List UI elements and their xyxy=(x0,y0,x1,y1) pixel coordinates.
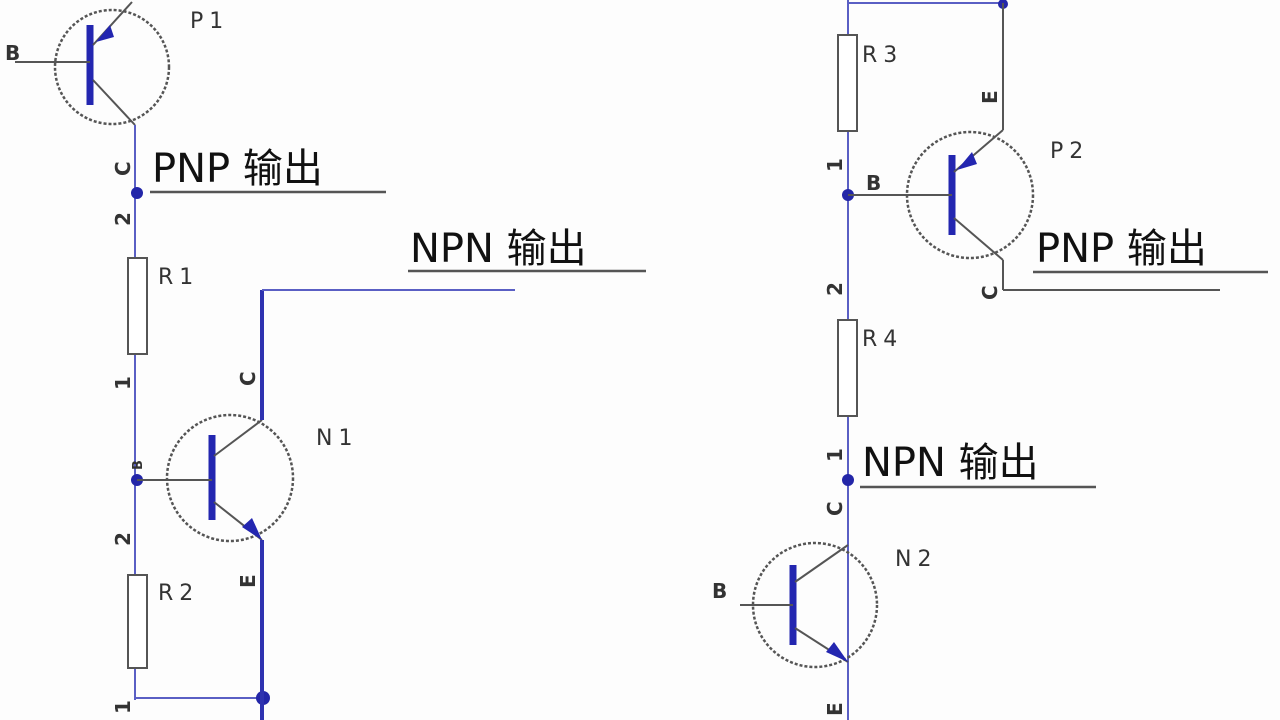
pin-label-b: B xyxy=(5,41,20,65)
right-circuit: R3 1 B E C P2 PNP 输出 2 R4 1 NPN xyxy=(712,0,1268,720)
transistor-p2: B E C P2 xyxy=(848,3,1220,300)
svg-text:1: 1 xyxy=(823,448,847,462)
ref-r2: R2 xyxy=(158,581,199,606)
pnp-output-label: PNP 输出 xyxy=(1036,226,1207,272)
svg-text:1: 1 xyxy=(111,700,135,714)
svg-text:E: E xyxy=(978,90,1002,104)
resistor-r4: 2 R4 1 xyxy=(823,282,903,462)
ref-r4: R4 xyxy=(862,327,903,352)
ref-r1: R1 xyxy=(158,265,199,290)
left-circuit: B P1 C PNP 输出 2 1 R1 B 2 1 R2 xyxy=(5,1,646,720)
transistor-n1: N1 C E xyxy=(137,371,358,588)
resistor-r2: 2 1 R2 xyxy=(111,532,199,714)
npn-output-label: NPN 输出 xyxy=(410,226,587,272)
transistor-p1: B P1 C xyxy=(5,1,229,176)
ref-n2: N2 xyxy=(895,547,937,572)
ref-r3: R3 xyxy=(862,43,903,68)
svg-text:B: B xyxy=(131,460,146,470)
resistor-r3: R3 1 xyxy=(823,34,903,172)
npn-output-label: NPN 输出 xyxy=(862,440,1039,486)
svg-text:B: B xyxy=(712,579,727,603)
transistor-n2: C B N2 E xyxy=(712,501,937,716)
svg-text:1: 1 xyxy=(111,376,135,390)
svg-text:2: 2 xyxy=(111,532,135,546)
pnp-output-label: PNP 输出 xyxy=(152,146,323,192)
pin-label-c: C xyxy=(111,161,135,176)
svg-text:1: 1 xyxy=(823,158,847,172)
ref-n1: N1 xyxy=(316,426,358,451)
svg-text:B: B xyxy=(866,171,881,195)
resistor-r1: 2 1 R1 xyxy=(111,212,199,390)
ref-p1: P1 xyxy=(190,9,229,34)
svg-text:2: 2 xyxy=(111,212,135,226)
svg-text:C: C xyxy=(823,501,847,516)
svg-text:2: 2 xyxy=(823,282,847,296)
svg-text:C: C xyxy=(978,285,1002,300)
junction-dot xyxy=(842,474,854,486)
svg-text:C: C xyxy=(236,371,260,386)
ref-p2: P2 xyxy=(1050,139,1089,164)
svg-text:E: E xyxy=(236,574,260,588)
junction-dot xyxy=(131,187,143,199)
svg-text:E: E xyxy=(823,702,847,716)
